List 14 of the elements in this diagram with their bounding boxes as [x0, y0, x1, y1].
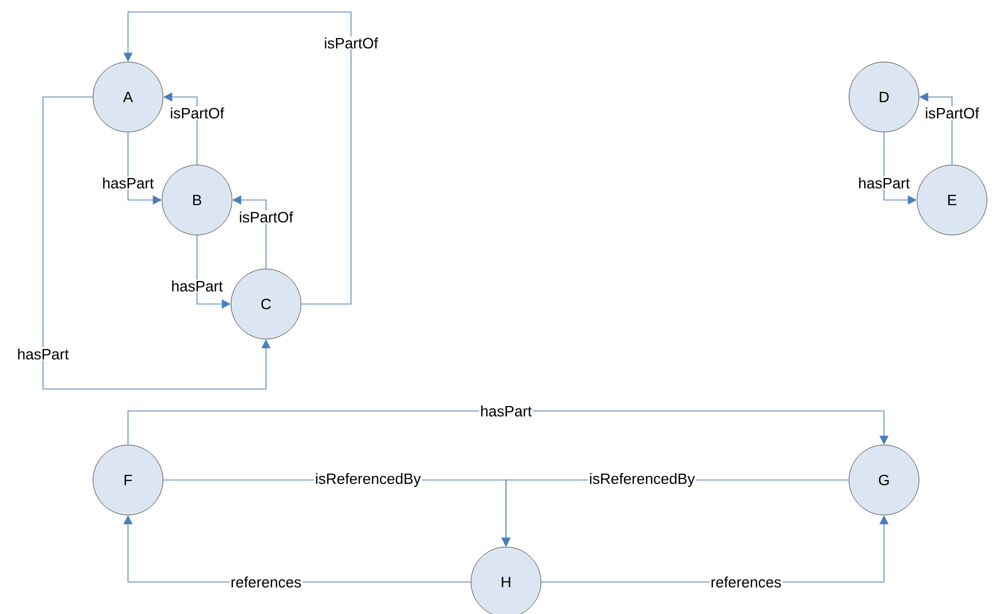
edge-label: references — [710, 576, 782, 588]
edge-label: hasPart — [16, 348, 70, 361]
edge-label: isPartOf — [924, 106, 980, 120]
edge-label: references — [230, 576, 302, 588]
edge-label: isPartOf — [322, 36, 380, 50]
edge-label: isReferencedBy — [314, 472, 422, 488]
edge-label: hasPart — [479, 404, 533, 418]
edge-label: hasPart — [170, 280, 224, 293]
arrow — [128, 410, 889, 446]
edge-label: hasPart — [101, 176, 155, 190]
edge-label: isPartOf — [168, 106, 226, 120]
edge-label: hasPart — [857, 176, 911, 190]
edge-label: isReferencedBy — [588, 472, 696, 488]
edge-label: isPartOf — [238, 210, 294, 224]
